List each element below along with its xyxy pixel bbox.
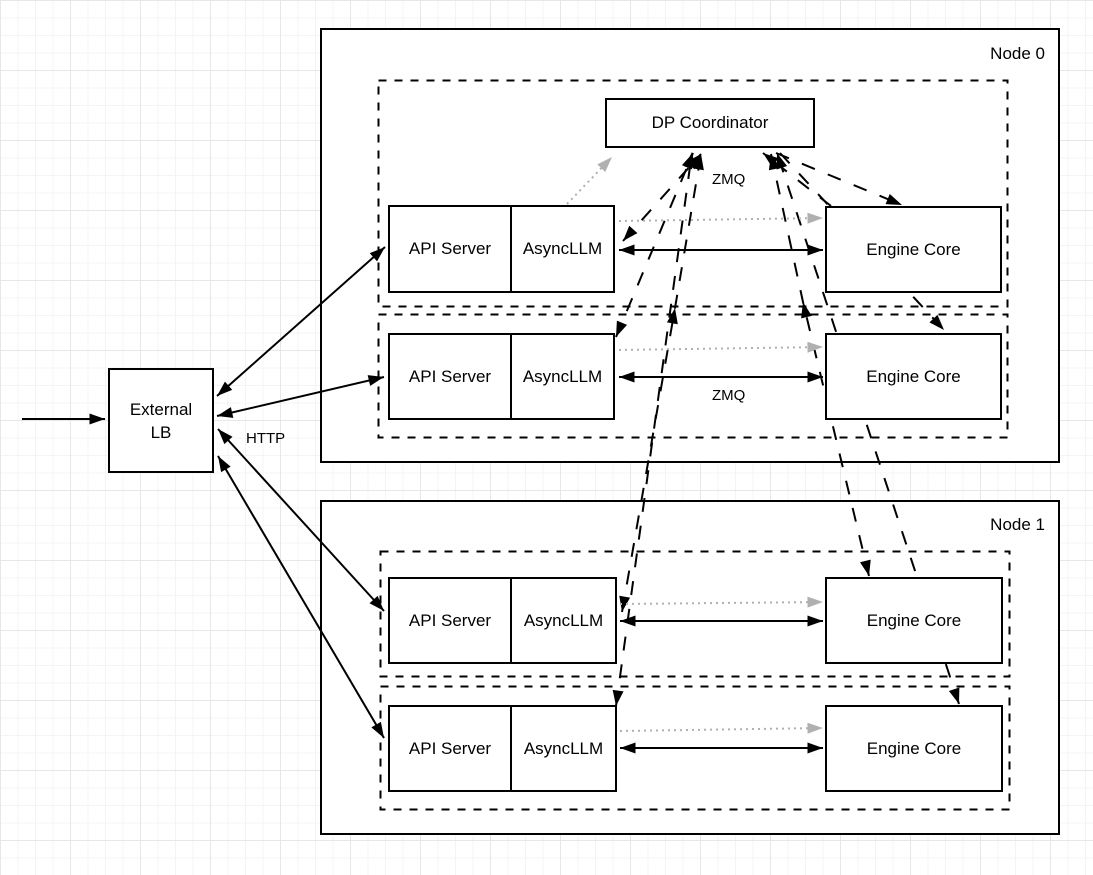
node0-row2-api-server-label: API Server <box>390 335 512 418</box>
edge-coord-n1r2-async <box>612 151 696 707</box>
node0-row1-api-server-label: API Server <box>390 207 512 291</box>
node0-row2-engine-core-box: Engine Core <box>825 333 1002 420</box>
node1-row2-api-asyncllm-box: API Server AsyncLLM <box>388 705 617 792</box>
node1-row1-engine-core-label: Engine Core <box>866 610 962 630</box>
node1-row2-dashed-group <box>379 685 1011 811</box>
zmq-edge-label-node0-row1: ZMQ <box>712 171 746 188</box>
node1-row2-asyncllm-label: AsyncLLM <box>523 738 604 758</box>
gray-dotted-links <box>566 156 824 734</box>
node0-title: Node 0 <box>990 44 1045 63</box>
node0-row2-engine-core-label: Engine Core <box>866 366 961 386</box>
external-lb-label-line1: External <box>129 399 193 419</box>
edge-n0r2-dotted <box>618 341 824 353</box>
node0-row1-engine-core-box: Engine Core <box>825 206 1002 293</box>
zmq-edge-label-node0-row2: ZMQ <box>712 387 746 404</box>
node0-row2-api-asyncllm-box: API Server AsyncLLM <box>388 333 615 420</box>
node1-row2-engine-core-label: Engine Core <box>866 738 962 758</box>
node1-row2-engine-core-box: Engine Core <box>825 705 1003 792</box>
external-lb-box: External LB <box>108 368 214 473</box>
edge-coord-n0r2-async <box>615 152 694 338</box>
edge-lb-n1r2-api <box>217 455 385 739</box>
edge-lb-n1r1-api <box>217 428 385 612</box>
solid-links <box>22 244 823 754</box>
edge-n1r2-dotted <box>619 722 824 734</box>
external-lb-label-line2: LB <box>150 422 172 442</box>
dp-coordinator-box: DP Coordinator <box>605 98 815 148</box>
node0-row1-asyncllm-label: AsyncLLM <box>522 239 603 258</box>
node0-row1-engine-core-label: Engine Core <box>866 239 961 259</box>
node0-row2-asyncllm-label: AsyncLLM <box>522 366 603 386</box>
edge-lb-n0r2-api <box>216 375 385 418</box>
node1-row1-api-asyncllm-box: API Server AsyncLLM <box>388 577 617 664</box>
node1-row1-engine-core-box: Engine Core <box>825 577 1003 664</box>
edge-lb-n0r1-api <box>216 246 386 397</box>
node1-title: Node 1 <box>990 515 1045 534</box>
edge-n0r1-dotted <box>618 212 824 224</box>
edge-n0r1-async-coord-dotted <box>566 156 613 205</box>
edge-coord-n0r1-engine <box>775 152 903 206</box>
http-edge-label: HTTP <box>246 430 286 447</box>
node0-row1-api-asyncllm-box: API Server AsyncLLM <box>388 205 615 293</box>
node1-row1-asyncllm-label: AsyncLLM <box>523 610 604 630</box>
node1-row1-api-server-label: API Server <box>390 579 512 662</box>
node1-row2-api-server-label: API Server <box>390 707 512 790</box>
edge-n1r1-dotted <box>619 596 824 608</box>
edge-coord-n1r1-async <box>619 153 704 613</box>
dp-coordinator-label: DP Coordinator <box>651 113 769 132</box>
